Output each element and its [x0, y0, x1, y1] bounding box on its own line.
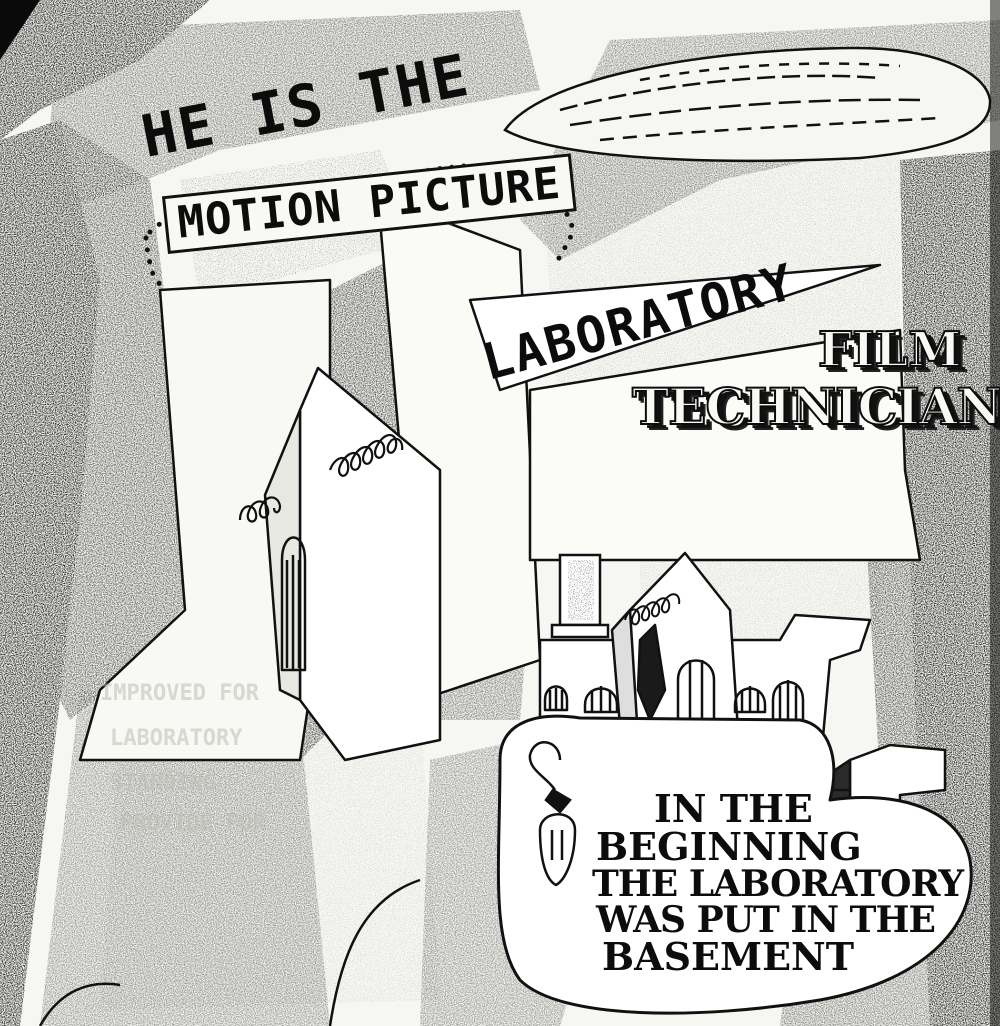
caption-block: IN THE BEGINNING THE LABORATORY WAS PUT …: [592, 790, 964, 976]
ground-lines: [38, 878, 421, 1026]
scroll-ornament: [238, 433, 404, 523]
svg-text:STANDING: STANDING: [110, 771, 216, 796]
caption-line: THE LABORATORY: [592, 863, 964, 905]
caption-line: BEGINNING: [596, 824, 862, 869]
chimney: [550, 553, 610, 639]
caption-line: BASEMENT: [602, 934, 855, 979]
caption-line: IN THE: [654, 786, 813, 831]
svg-text:IMPROVED FOR: IMPROVED FOR: [100, 681, 260, 706]
svg-text:LABORATORY: LABORATORY: [110, 726, 243, 751]
caption-line: WAS PUT IN THE: [596, 899, 936, 941]
lower-platform: [496, 714, 973, 1015]
hanging-lamp: [528, 741, 577, 887]
ghost-text: IMPROVED FOR LABORATORY STANDING PROVIDE…: [100, 681, 266, 836]
svg-text:PROVIDE FOR: PROVIDE FOR: [120, 811, 266, 836]
tower-building: [263, 366, 442, 762]
title-technician: TECHNICIAN: [631, 377, 1000, 436]
rooftop-scroll: [624, 593, 681, 626]
title-film: FILM: [817, 322, 962, 378]
building-slabs: [78, 203, 922, 762]
